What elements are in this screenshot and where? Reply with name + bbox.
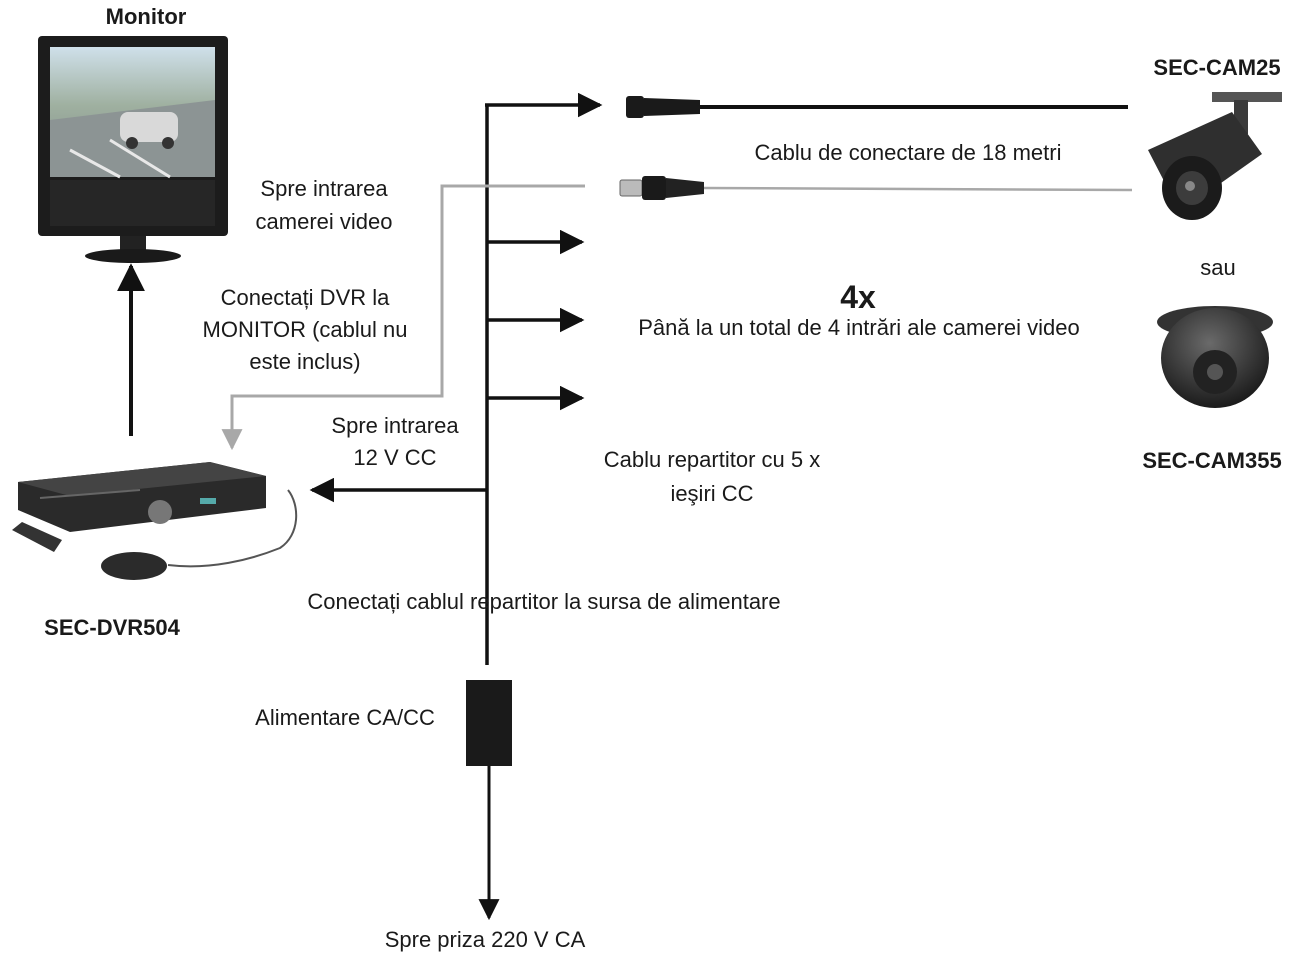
label-dvr-monitor-1: Conectați DVR la — [220, 285, 390, 310]
mouse-image — [101, 489, 298, 580]
video-line-to-dvr — [221, 184, 585, 451]
label-monitor: Monitor — [105, 4, 187, 29]
monitor-image — [38, 36, 228, 263]
psu-block — [466, 680, 512, 766]
bullet-camera-image — [1148, 92, 1282, 220]
label-sec-dvr504: SEC-DVR504 — [44, 615, 180, 640]
label-psu: Alimentare CA/CC — [255, 705, 435, 730]
label-multiplier: 4x — [840, 279, 876, 315]
label-dvr-monitor-2: MONITOR (cablul nu — [202, 317, 408, 342]
label-dvr-monitor-3: este inclus) — [249, 349, 361, 374]
camera-video-cable — [703, 186, 1133, 192]
label-power-input-1: Spre intrarea — [331, 413, 459, 438]
remote-control-image — [12, 522, 62, 552]
label-sec-cam25: SEC-CAM25 — [1153, 55, 1281, 80]
label-splitter-1: Cablu repartitor cu 5 x — [603, 447, 821, 472]
label-cable-18m: Cablu de conectare de 18 metri — [754, 140, 1062, 165]
label-outlet: Spre priza 220 V CA — [384, 927, 586, 952]
label-total-inputs: Până la un total de 4 intrări ale camere… — [638, 315, 1080, 340]
label-sec-cam355: SEC-CAM355 — [1142, 448, 1282, 473]
label-connect-splitter: Conectați cablul repartitor la sursa de … — [307, 589, 781, 614]
label-video-input-1: Spre intrarea — [260, 176, 388, 201]
dc-power-plug — [626, 96, 1128, 118]
dome-camera-image — [1157, 306, 1273, 408]
label-splitter-2: ieşiri CC — [670, 481, 754, 506]
bnc-video-plug — [619, 176, 1133, 200]
label-power-input-2: 12 V CC — [353, 445, 437, 470]
label-video-input-2: camerei video — [255, 209, 393, 234]
dvr-image — [18, 462, 266, 532]
label-or: sau — [1200, 255, 1236, 280]
